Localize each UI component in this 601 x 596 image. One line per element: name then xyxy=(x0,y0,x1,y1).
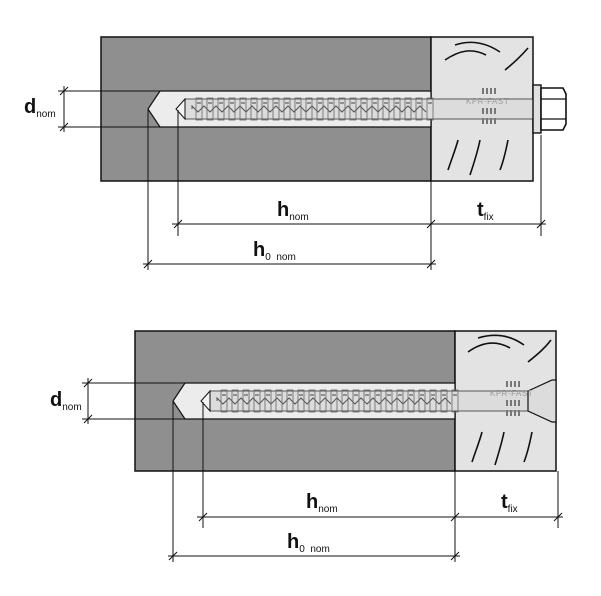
brand-label: KPR-FAST xyxy=(466,97,509,106)
slot-marks xyxy=(482,88,496,124)
anchor-tip xyxy=(200,389,211,413)
label-d-nom: dnom xyxy=(24,96,56,120)
label-h0-nom: h0 nom xyxy=(253,239,296,263)
dimension-lines xyxy=(82,378,563,562)
anchor-thread xyxy=(191,97,434,121)
dimension-lines xyxy=(58,86,546,270)
slot-marks xyxy=(506,381,520,416)
label-t-fix: tfix xyxy=(501,491,518,515)
brand-label: KPR-FAST xyxy=(490,389,533,398)
label-d-nom: dnom xyxy=(50,389,82,413)
fixture-grain xyxy=(467,334,552,466)
label-h-nom: hnom xyxy=(306,491,338,515)
anchor-thread xyxy=(216,389,459,413)
anchor-tip xyxy=(175,97,186,121)
hex-head xyxy=(540,87,567,131)
label-h-nom: hnom xyxy=(277,199,309,223)
diagram-hex-head: KPR-FAST xyxy=(24,36,567,270)
countersunk-head xyxy=(527,379,557,423)
label-h0-nom: h0 nom xyxy=(287,531,330,555)
diagram-countersunk: KPR-FAST dnom hnom xyxy=(50,330,563,562)
fixture-grain xyxy=(444,41,529,176)
washer xyxy=(532,84,542,134)
label-t-fix: tfix xyxy=(477,199,494,223)
